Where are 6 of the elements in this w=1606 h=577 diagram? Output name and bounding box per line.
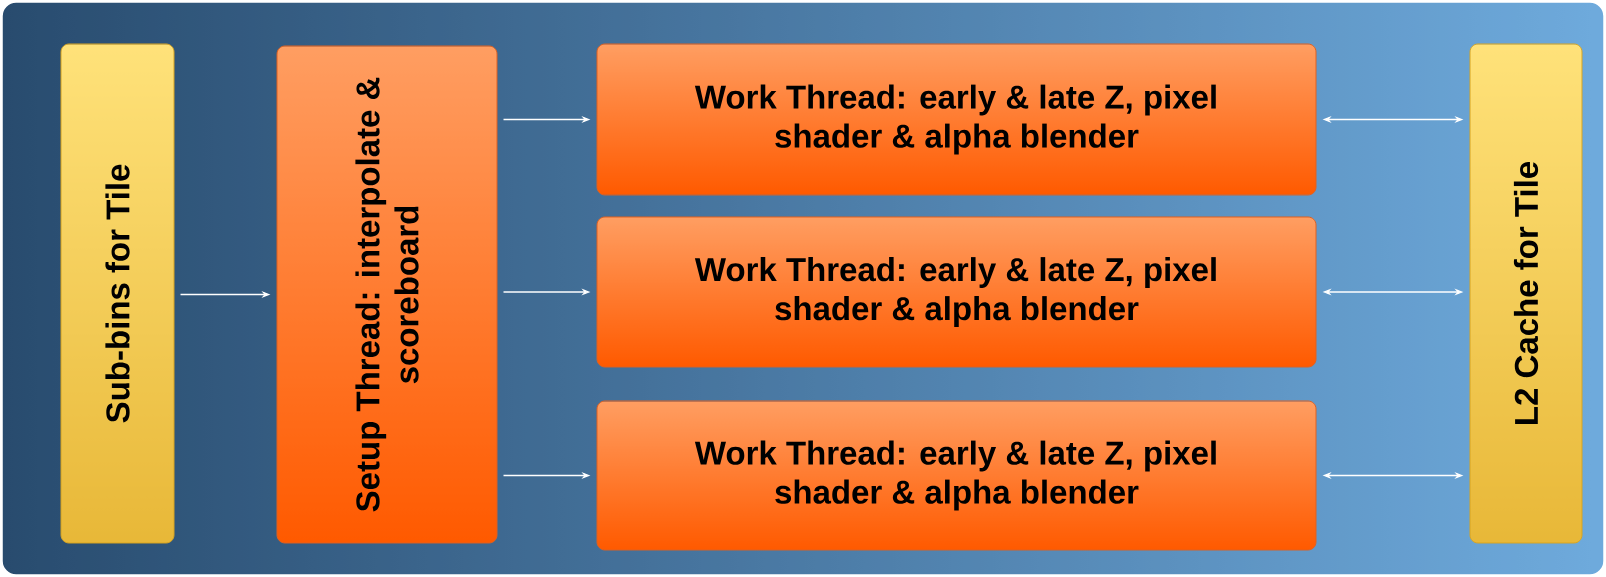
process-box: Work Thread: early & late Z, pixel shader & alpha blender <box>596 216 1317 368</box>
process-box: Work Thread: early & late Z, pixel shader & alpha blender <box>596 400 1317 551</box>
cache-box: L2 Cache for Tile <box>1469 43 1583 544</box>
process-box: Work Thread: early & late Z, pixel shader & alpha blender <box>596 43 1317 196</box>
bin-box: Sub-bins for Tile <box>60 43 175 544</box>
process-box: Setup Thread: interpolate & scoreboard <box>276 45 498 544</box>
